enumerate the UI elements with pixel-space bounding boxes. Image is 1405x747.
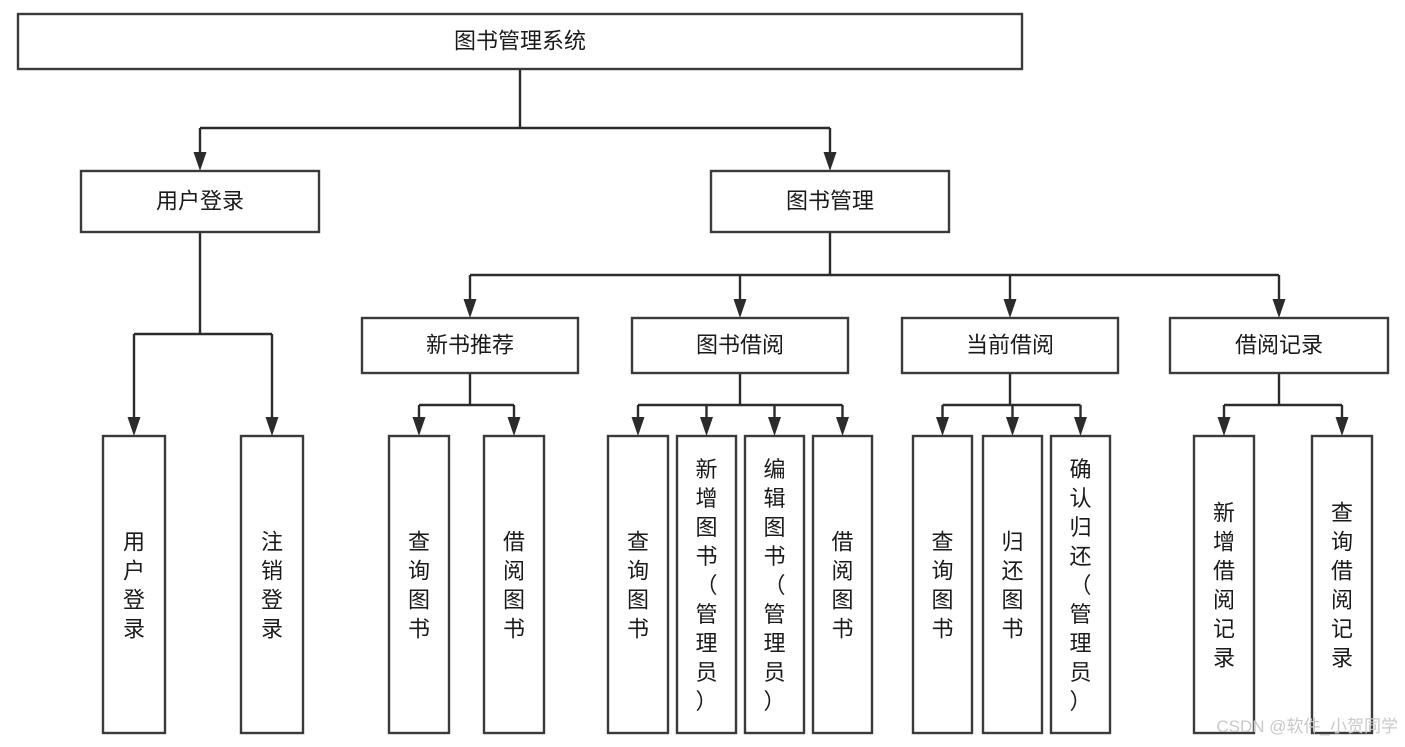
node-box (630, 316, 850, 375)
node-label: 图书管理系统 (454, 28, 586, 53)
arrow-head-icon (507, 417, 521, 436)
arrow-head-icon (631, 417, 645, 436)
node-box (900, 316, 1120, 375)
arrow-head-icon (768, 417, 781, 436)
node-leaf-logout[interactable]: 注销登录 (239, 434, 305, 735)
node-box (981, 434, 1044, 735)
node-leaf-confirm-return[interactable]: 确认归还（管理员） (1049, 434, 1112, 735)
node-label: 当前借阅 (966, 332, 1054, 357)
node-label: 查询图书 (408, 530, 430, 642)
node-leaf-user-login[interactable]: 用户登录 (101, 434, 167, 735)
arrow-head-icon (412, 417, 426, 436)
node-box (743, 434, 806, 735)
node-borrow-record[interactable]: 借阅记录 (1168, 316, 1390, 375)
node-leaf-borrow-book-2[interactable]: 借阅图书 (811, 434, 874, 735)
node-layer: 图书管理系统用户登录图书管理新书推荐图书借阅当前借阅借阅记录用户登录注销登录查询… (16, 12, 1390, 735)
arrow-head-icon (127, 417, 141, 436)
node-label: 借阅记录 (1235, 332, 1323, 357)
node-label: 查询图书 (627, 530, 649, 642)
node-box (1168, 316, 1390, 375)
node-box (606, 434, 670, 735)
arrow-head-icon (936, 417, 949, 436)
arrow-head-icon (1217, 417, 1231, 436)
node-root[interactable]: 图书管理系统 (16, 12, 1024, 71)
arrow-head-icon (265, 417, 279, 436)
arrow-head-icon (823, 152, 837, 171)
arrow-head-icon (193, 152, 207, 171)
arrow-head-icon (836, 417, 849, 436)
node-leaf-borrow-book-1[interactable]: 借阅图书 (482, 434, 546, 735)
node-box (79, 169, 321, 234)
node-leaf-query-book-1[interactable]: 查询图书 (387, 434, 451, 735)
node-box (1310, 434, 1374, 735)
arrow-head-icon (733, 299, 747, 318)
node-box (675, 434, 738, 735)
node-new-book-rec[interactable]: 新书推荐 (360, 316, 580, 375)
node-box (482, 434, 546, 735)
node-label: 归还图书 (1001, 530, 1023, 642)
node-label: 确认归还（管理员） (1069, 457, 1091, 714)
node-leaf-add-record[interactable]: 新增借阅记录 (1192, 434, 1256, 735)
node-label: 新增借阅记录 (1213, 501, 1235, 671)
node-label: 图书借阅 (696, 332, 784, 357)
node-box (360, 316, 580, 375)
node-box (911, 434, 974, 735)
node-label: 借阅图书 (503, 530, 525, 642)
node-leaf-return-book[interactable]: 归还图书 (981, 434, 1044, 735)
node-label: 新增图书（管理员） (695, 457, 717, 714)
arrow-head-icon (1003, 299, 1017, 318)
node-leaf-query-record[interactable]: 查询借阅记录 (1310, 434, 1374, 735)
arrow-head-icon (700, 417, 713, 436)
node-book-borrow[interactable]: 图书借阅 (630, 316, 850, 375)
node-box (239, 434, 305, 735)
node-current-borrow[interactable]: 当前借阅 (900, 316, 1120, 375)
node-label: 用户登录 (156, 188, 244, 213)
node-book-manage[interactable]: 图书管理 (709, 169, 951, 234)
node-label: 用户登录 (123, 530, 145, 642)
node-leaf-query-book-3[interactable]: 查询图书 (911, 434, 974, 735)
arrow-head-icon (1006, 417, 1019, 436)
node-box (709, 169, 951, 234)
node-box (1192, 434, 1256, 735)
node-user-login[interactable]: 用户登录 (79, 169, 321, 234)
arrow-head-icon (1335, 417, 1349, 436)
node-leaf-edit-book[interactable]: 编辑图书（管理员） (743, 434, 806, 735)
node-label: 新书推荐 (426, 332, 514, 357)
node-label: 图书管理 (786, 188, 874, 213)
node-leaf-query-book-2[interactable]: 查询图书 (606, 434, 670, 735)
connector-layer (127, 69, 1349, 436)
node-box (811, 434, 874, 735)
node-label: 借阅图书 (831, 530, 853, 642)
node-label: 查询借阅记录 (1331, 501, 1353, 671)
node-label: 注销登录 (261, 530, 283, 642)
arrow-head-icon (463, 299, 477, 318)
node-label: 查询图书 (931, 530, 953, 642)
arrow-head-icon (1272, 299, 1286, 318)
node-box (387, 434, 451, 735)
node-box (1049, 434, 1112, 735)
node-leaf-add-book[interactable]: 新增图书（管理员） (675, 434, 738, 735)
node-box (101, 434, 167, 735)
node-box (16, 12, 1024, 71)
csdn-watermark: CSDN @软件_小贺同学 (1216, 717, 1398, 736)
arrow-head-icon (1074, 417, 1087, 436)
node-label: 编辑图书（管理员） (763, 457, 785, 714)
